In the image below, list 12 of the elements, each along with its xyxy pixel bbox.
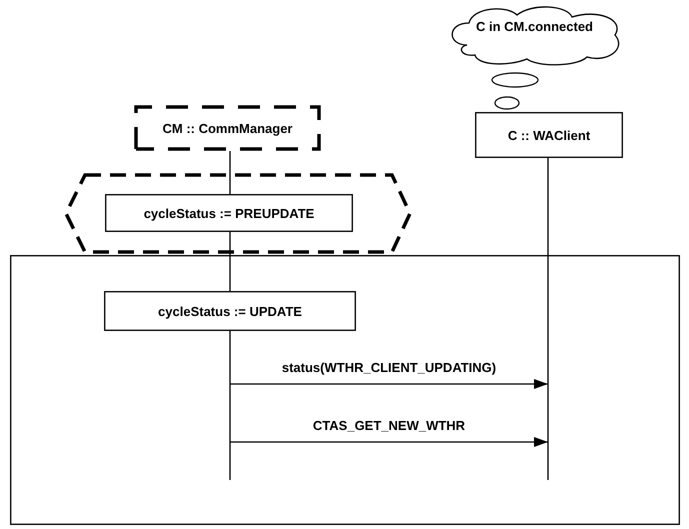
message-label: status(WTHR_CLIENT_UPDATING) bbox=[280, 360, 498, 375]
condition-text: C in CM.connected bbox=[476, 19, 593, 34]
object-box: C :: WAClient bbox=[475, 112, 623, 158]
action-box bbox=[104, 291, 356, 331]
message-arrow bbox=[230, 379, 548, 389]
prechart-hexagon bbox=[64, 173, 412, 254]
action-box bbox=[105, 194, 353, 232]
message-label: CTAS_GET_NEW_WTHR bbox=[310, 418, 468, 433]
object-box: CM :: CommManager bbox=[134, 105, 321, 151]
node-label: cycleStatus := PREUPDATE bbox=[144, 206, 314, 220]
node-label: cycleStatus := UPDATE bbox=[158, 304, 302, 318]
message-arrow bbox=[230, 437, 548, 447]
